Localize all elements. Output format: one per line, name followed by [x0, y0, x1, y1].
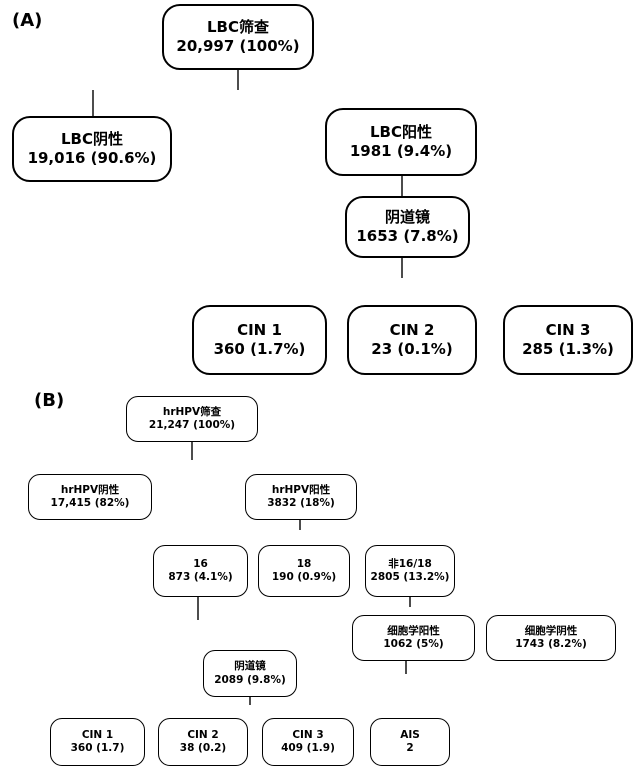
node-value: 2 [406, 742, 414, 754]
node-value: 360 (1.7%) [213, 340, 306, 358]
node-value: 1062 (5%) [383, 638, 444, 650]
node-title: CIN 2 [187, 728, 219, 741]
node-a-lbc-positive: LBC阳性 1981 (9.4%) [325, 108, 477, 176]
node-a-cin2: CIN 2 23 (0.1%) [347, 305, 477, 375]
node-b-hrhpv-screening: hrHPV筛查 21,247 (100%) [126, 396, 258, 442]
node-value: 360 (1.7) [70, 742, 125, 754]
panel-a-label: (A) [12, 10, 43, 31]
node-title: 非16/18 [388, 557, 432, 570]
node-value: 190 (0.9%) [271, 571, 337, 583]
node-title: 18 [296, 557, 312, 570]
node-b-type-18: 18 190 (0.9%) [258, 545, 350, 597]
node-b-hrhpv-positive: hrHPV阳性 3832 (18%) [245, 474, 357, 520]
node-title: CIN 1 [81, 728, 114, 741]
node-value: 2089 (9.8%) [214, 673, 286, 686]
node-title: CIN 3 [292, 728, 324, 741]
node-title: hrHPV筛查 [162, 405, 222, 418]
node-title: CIN 2 [389, 321, 435, 340]
node-title: hrHPV阳性 [271, 483, 331, 496]
node-value: 1981 (9.4%) [349, 142, 453, 160]
node-title: LBC阳性 [370, 123, 432, 142]
node-b-type-16: 16 873 (4.1%) [153, 545, 248, 597]
node-title: LBC阴性 [61, 130, 123, 149]
node-value: 2805 (13.2%) [370, 571, 450, 583]
panel-b-label: (B) [34, 390, 65, 411]
node-value: 1743 (8.2%) [515, 638, 587, 650]
node-title: 细胞学阳性 [387, 624, 440, 637]
node-title: 阴道镜 [384, 208, 430, 227]
node-value: 38 (0.2) [179, 742, 227, 754]
node-value: 17,415 (82%) [50, 497, 130, 509]
node-value: 21,247 (100%) [148, 419, 236, 431]
node-b-ais: AIS 2 [370, 718, 450, 766]
node-b-cytology-positive: 细胞学阳性 1062 (5%) [352, 615, 475, 661]
node-title: 阴道镜 [234, 660, 266, 673]
node-value: 873 (4.1%) [168, 571, 233, 583]
node-b-hrhpv-negative: hrHPV阴性 17,415 (82%) [28, 474, 152, 520]
node-b-non-16-18: 非16/18 2805 (13.2%) [365, 545, 455, 597]
node-a-lbc-screening: LBC筛查 20,997 (100%) [162, 4, 314, 70]
node-value: 1653 (7.8%) [356, 227, 459, 245]
node-b-colposcopy: 阴道镜 2089 (9.8%) [203, 650, 297, 697]
node-title: LBC筛查 [207, 18, 269, 37]
node-title: CIN 3 [545, 321, 591, 340]
node-value: 285 (1.3%) [522, 340, 614, 358]
node-value: 20,997 (100%) [176, 37, 300, 55]
node-value: 409 (1.9) [281, 742, 335, 754]
node-a-lbc-negative: LBC阴性 19,016 (90.6%) [12, 116, 172, 182]
node-value: 19,016 (90.6%) [27, 149, 157, 167]
node-value: 3832 (18%) [267, 497, 335, 509]
node-title: AIS [400, 728, 420, 741]
node-b-cytology-negative: 细胞学阴性 1743 (8.2%) [486, 615, 616, 661]
node-b-cin1: CIN 1 360 (1.7) [50, 718, 145, 766]
node-value: 23 (0.1%) [371, 340, 453, 358]
node-title: 16 [193, 557, 208, 570]
node-a-colposcopy: 阴道镜 1653 (7.8%) [345, 196, 470, 258]
node-title: CIN 1 [237, 321, 282, 340]
node-title: hrHPV阴性 [60, 483, 120, 496]
node-b-cin2: CIN 2 38 (0.2) [158, 718, 248, 766]
node-title: 细胞学阴性 [524, 624, 578, 637]
node-a-cin3: CIN 3 285 (1.3%) [503, 305, 633, 375]
node-b-cin3: CIN 3 409 (1.9) [262, 718, 354, 766]
node-a-cin1: CIN 1 360 (1.7%) [192, 305, 327, 375]
